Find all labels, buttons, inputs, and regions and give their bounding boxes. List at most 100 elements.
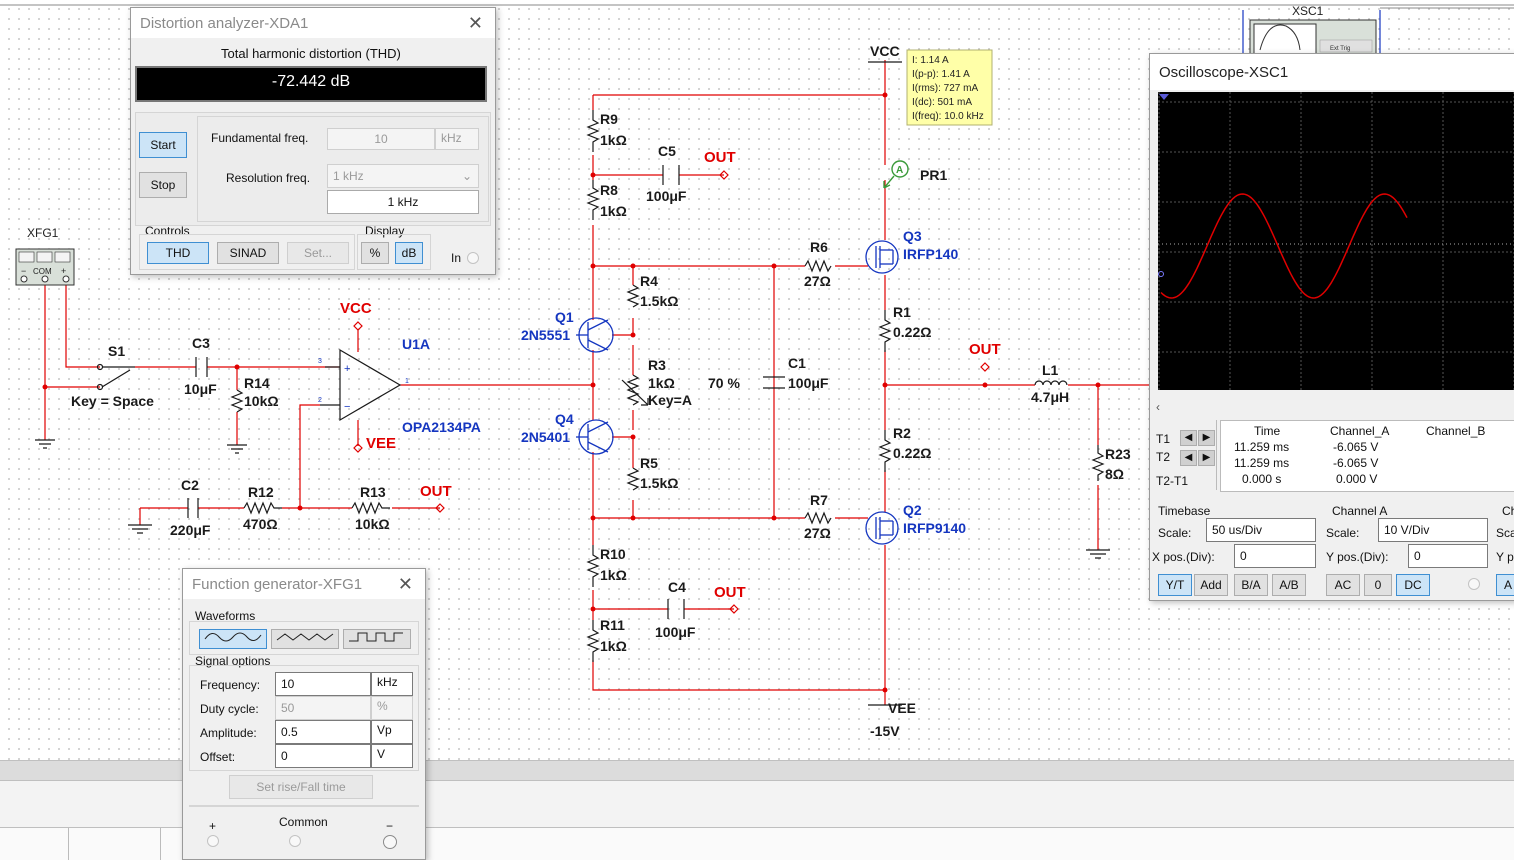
dc-coupling-button[interactable]: DC (1396, 574, 1430, 596)
t1-time: 11.259 ms (1234, 440, 1290, 454)
distortion-analyzer-titlebar[interactable]: Distortion analyzer-XDA1 ✕ (131, 8, 495, 38)
cursor-t1-marker[interactable] (1159, 94, 1169, 100)
frequency-unit[interactable]: kHz (371, 672, 413, 696)
x-position-input[interactable]: 0 (1234, 544, 1316, 568)
r14-value: 10kΩ (244, 393, 279, 409)
l1-label: L1 (1042, 362, 1059, 378)
t1-label: T1 (1156, 432, 1171, 446)
amplitude-unit[interactable]: Vp (371, 720, 413, 744)
c2-label: C2 (181, 477, 199, 493)
amplitude-input[interactable]: 0.5 (275, 720, 371, 744)
resolution-freq-select[interactable]: 1 kHz ⌄ (327, 164, 479, 188)
oscilloscope-window[interactable]: Oscilloscope-XSC1 ‹ T1 T2 T2-T1 ◀ ▶ ◀ ▶ … (1149, 53, 1514, 601)
sine-wave-button[interactable] (199, 629, 267, 649)
t1-left-arrow-icon[interactable]: ◀ (1180, 430, 1197, 446)
fundamental-freq-label: Fundamental freq. (211, 131, 309, 145)
r3-key: Key=A (648, 392, 692, 408)
r10-label: R10 (600, 546, 626, 562)
common-terminal[interactable] (289, 835, 301, 847)
t2-right-arrow-icon[interactable]: ▶ (1198, 450, 1215, 466)
close-icon[interactable]: ✕ (467, 13, 483, 33)
input-terminal[interactable] (467, 252, 479, 264)
channel-a-marker (1158, 271, 1164, 277)
resolution-freq-value[interactable]: 1 kHz (327, 190, 479, 214)
oscilloscope-titlebar[interactable]: Oscilloscope-XSC1 (1150, 54, 1514, 90)
fundamental-freq-unit[interactable]: kHz (435, 128, 479, 150)
function-generator-titlebar[interactable]: Function generator-XFG1 ✕ (183, 569, 425, 599)
yt-mode-button[interactable]: Y/T (1158, 574, 1192, 596)
timebase-scale-input[interactable]: 50 us/Div (1206, 518, 1316, 542)
cursor-readout-table (1220, 420, 1514, 492)
plus-terminal-label: + (209, 819, 217, 833)
input-label: In (451, 251, 462, 265)
current-probe-pr1[interactable]: A (883, 160, 909, 189)
minus-terminal[interactable] (383, 835, 397, 849)
t1-channel-a: -6.065 V (1333, 440, 1379, 454)
display-group (357, 234, 431, 270)
set-rise-fall-time-button[interactable]: Set rise/Fall time (229, 775, 373, 799)
function-generator-icon[interactable] (15, 248, 75, 286)
q2-part: IRFP9140 (903, 520, 966, 536)
channel-a-scale-label: Scale: (1326, 526, 1360, 540)
r2-value: 0.22Ω (893, 445, 931, 461)
db-button[interactable]: dB (395, 242, 423, 264)
q3-label: Q3 (903, 228, 922, 244)
channel-a-scale-input[interactable]: 10 V/Div (1378, 518, 1488, 542)
r4-label: R4 (640, 273, 658, 289)
offset-input[interactable]: 0 (275, 744, 371, 768)
close-icon[interactable]: ✕ (397, 574, 413, 594)
triangle-wave-button[interactable] (271, 629, 339, 649)
scroll-left-icon[interactable]: ‹ (1156, 400, 1160, 414)
resolution-freq-select-value: 1 kHz (333, 169, 364, 183)
controls-group (139, 234, 355, 270)
ab-mode-button[interactable]: A/B (1272, 574, 1306, 596)
start-button[interactable]: Start (139, 132, 187, 158)
y-position-input[interactable]: 0 (1408, 544, 1488, 568)
t2-left-arrow-icon[interactable]: ◀ (1180, 450, 1197, 466)
function-generator-window[interactable]: Function generator-XFG1 ✕ Waveforms Sign… (182, 568, 426, 860)
offset-unit[interactable]: V (371, 744, 413, 768)
svg-text:−: − (344, 401, 350, 413)
t1-right-arrow-icon[interactable]: ▶ (1198, 430, 1215, 446)
r1-label: R1 (893, 304, 911, 320)
ac-coupling-button[interactable]: AC (1326, 574, 1360, 596)
r8-value: 1kΩ (600, 203, 627, 219)
ba-mode-button[interactable]: B/A (1234, 574, 1268, 596)
thd-button[interactable]: THD (147, 242, 209, 264)
plus-terminal[interactable] (207, 835, 219, 847)
r6-label: R6 (810, 239, 828, 255)
channel-b-ac-button[interactable]: A (1496, 574, 1514, 596)
vcc-label-main: VCC (870, 43, 900, 59)
thd-reading-display: -72.442 dB (135, 66, 487, 102)
thd-heading: Total harmonic distortion (THD) (221, 46, 401, 61)
timebase-scale-label: Scale: (1158, 526, 1192, 540)
zero-coupling-button[interactable]: 0 (1364, 574, 1392, 596)
duty-cycle-unit[interactable]: % (371, 696, 413, 720)
duty-cycle-input[interactable]: 50 (275, 696, 371, 720)
square-wave-button[interactable] (343, 629, 411, 649)
bjt-symbols (576, 240, 899, 545)
set-button[interactable]: Set... (287, 242, 349, 264)
probe-current-freq: I(freq): 10.0 kHz (912, 111, 984, 122)
r9-value: 1kΩ (600, 132, 627, 148)
scope-scrollbar[interactable]: ‹ (1150, 400, 1514, 416)
stop-button[interactable]: Stop (139, 172, 187, 198)
triangle-wave-icon (276, 633, 334, 641)
probe-current: I: 1.14 A (912, 55, 949, 66)
percent-button[interactable]: % (361, 242, 389, 264)
r4-value: 1.5kΩ (640, 293, 678, 309)
sinad-button[interactable]: SINAD (217, 242, 279, 264)
frequency-input[interactable]: 10 (275, 672, 371, 696)
duty-cycle-label: Duty cycle: (200, 702, 259, 716)
c5-label: C5 (658, 143, 676, 159)
window-title: Function generator-XFG1 (192, 575, 363, 593)
scope-screen[interactable] (1158, 92, 1514, 390)
fundamental-freq-input[interactable]: 10 (327, 128, 435, 150)
channel-a-terminal[interactable] (1468, 578, 1480, 590)
distortion-analyzer-window[interactable]: Distortion analyzer-XDA1 ✕ Total harmoni… (130, 7, 496, 275)
add-mode-button[interactable]: Add (1194, 574, 1228, 596)
channel-b-ypos-label: Y p (1496, 550, 1514, 564)
delta-channel-a: 0.000 V (1336, 472, 1378, 486)
components (35, 61, 1110, 706)
